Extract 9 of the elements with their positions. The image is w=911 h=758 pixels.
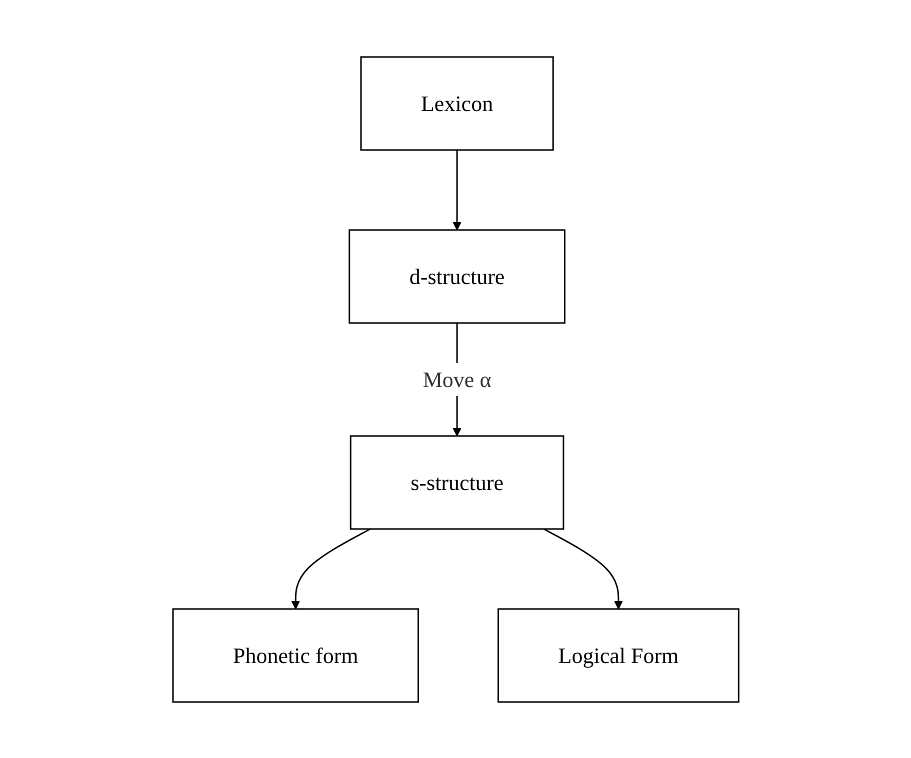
node-box: Logical Form xyxy=(497,608,740,702)
arrow xyxy=(452,150,462,230)
node-box: s-structure xyxy=(350,434,564,530)
node-box: d-structure xyxy=(348,228,566,324)
node-box: Phonetic form xyxy=(172,608,419,702)
arrow xyxy=(543,528,623,609)
arrow xyxy=(290,528,370,609)
node-box: Lexicon xyxy=(360,56,554,150)
edge-label: Move α xyxy=(422,366,491,392)
